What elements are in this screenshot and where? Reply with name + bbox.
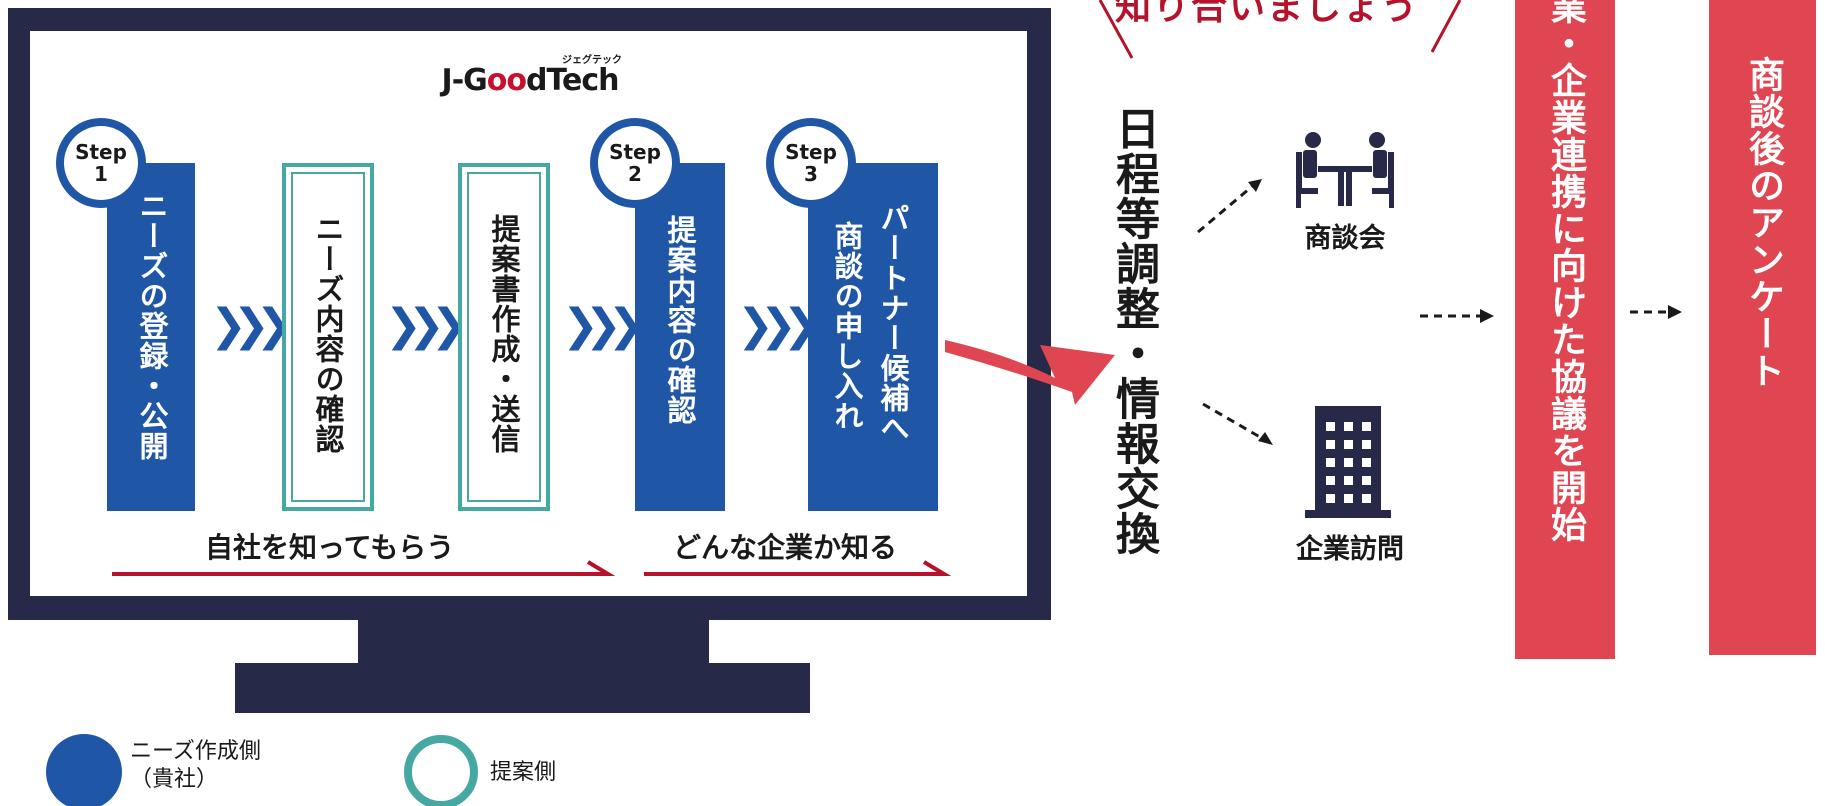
headline: 知り合いましょう	[1115, 0, 1420, 28]
survey-text: 商談後のアンケート	[1743, 56, 1784, 389]
proposal-text: 提案書作成・送信	[487, 214, 521, 454]
step1-bar: ニーズの登録・公開	[107, 163, 195, 511]
survey-column: 商談後のアンケート	[1709, 0, 1816, 655]
monitor-base	[235, 663, 810, 713]
step2-text: 提案内容の確認	[663, 215, 697, 425]
dashed-arrow-meeting	[1197, 182, 1256, 234]
legend-needs-side: ニーズ作成側	[130, 739, 261, 764]
legend-blue-circle	[46, 734, 122, 806]
dashed-arrow-visit	[1202, 402, 1266, 442]
step3-bar: パートナー候補へ 商談の申し入れ	[808, 163, 938, 511]
proposal-bar: 提案書作成・送信	[458, 163, 550, 511]
schedule-exchange-text: 日程等調整・情報交換	[1108, 106, 1159, 556]
building-icon	[1305, 406, 1391, 518]
headline-slash-left	[1098, 0, 1134, 59]
legend-needs-side-sub: （貴社）	[130, 767, 219, 792]
step2-bar: 提案内容の確認	[635, 163, 725, 511]
collab-text: 業・企業連携に向けた協議を開始	[1545, 0, 1586, 543]
review-needs-bar: ニーズ内容の確認	[282, 163, 374, 511]
meeting-icon	[1296, 132, 1394, 208]
logo-wordmark: J-GoodTech	[441, 63, 620, 98]
underline-arrow-left	[112, 560, 616, 576]
review-needs-text: ニーズ内容の確認	[311, 214, 345, 454]
underline-arrow-right	[644, 560, 952, 576]
legend-proposal-side: 提案側	[490, 760, 557, 785]
monitor-neck	[358, 620, 709, 664]
headline-slash-right	[1430, 0, 1462, 53]
legend-teal-circle	[404, 735, 478, 806]
visit-label: 企業訪問	[1296, 534, 1404, 565]
step3-text-col2: 商談の申し入れ	[830, 221, 864, 431]
caption-know-us: 自社を知ってもらう	[205, 531, 455, 564]
caption-know-company: どんな企業か知る	[673, 531, 898, 564]
meeting-label: 商談会	[1304, 223, 1386, 254]
step1-text: ニーズの登録・公開	[135, 191, 169, 461]
logo-ruby: ジェグテック	[562, 55, 622, 66]
big-curved-arrow	[945, 340, 1115, 405]
step3-text-col1: パートナー候補へ	[876, 203, 910, 443]
collab-column: 業・企業連携に向けた協議を開始	[1515, 0, 1615, 659]
jgoodtech-logo: ジェグテック J-GoodTech	[430, 55, 630, 98]
